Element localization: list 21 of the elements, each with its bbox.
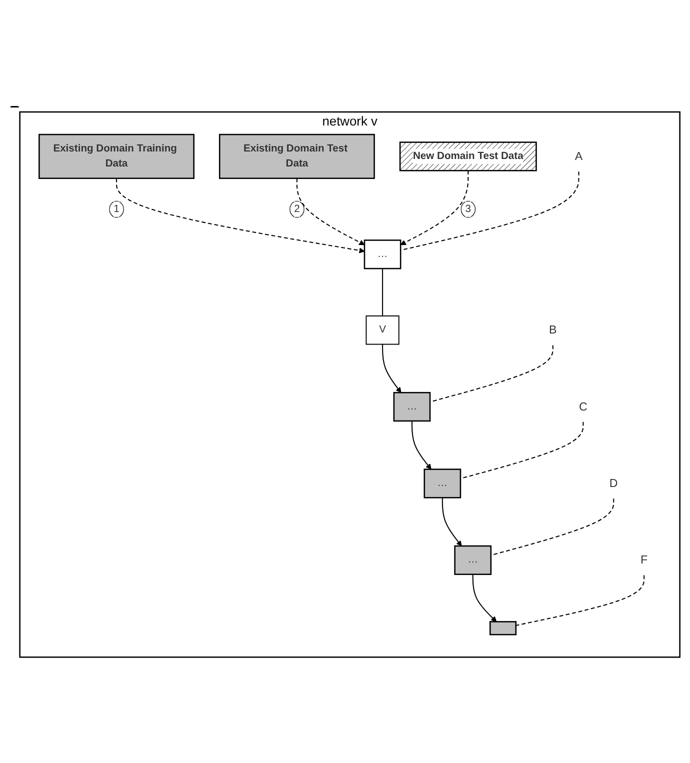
layer-box [489,620,517,636]
layer-box: … [424,468,462,498]
arrow [411,420,432,470]
layer-letter: A [574,150,583,162]
arrow [296,178,365,245]
layer-letter: F [640,553,648,566]
arrow [116,178,365,254]
hatched-data-box: New Domain Test Data [399,141,537,172]
arrow [472,574,497,622]
arrow [442,498,462,546]
layer-box: … [364,239,402,270]
weight-box: V [366,315,400,345]
layer-box: … [393,392,431,422]
layer-letter: B [549,323,557,336]
layer-box: … [454,545,492,575]
layer-letter: D [609,476,618,490]
arrow [382,344,402,393]
arrow [400,170,469,245]
data-box: Existing Domain Test Data [218,134,375,179]
layer-letter: C [578,400,588,413]
data-box: Existing Domain Training Data [38,134,194,179]
